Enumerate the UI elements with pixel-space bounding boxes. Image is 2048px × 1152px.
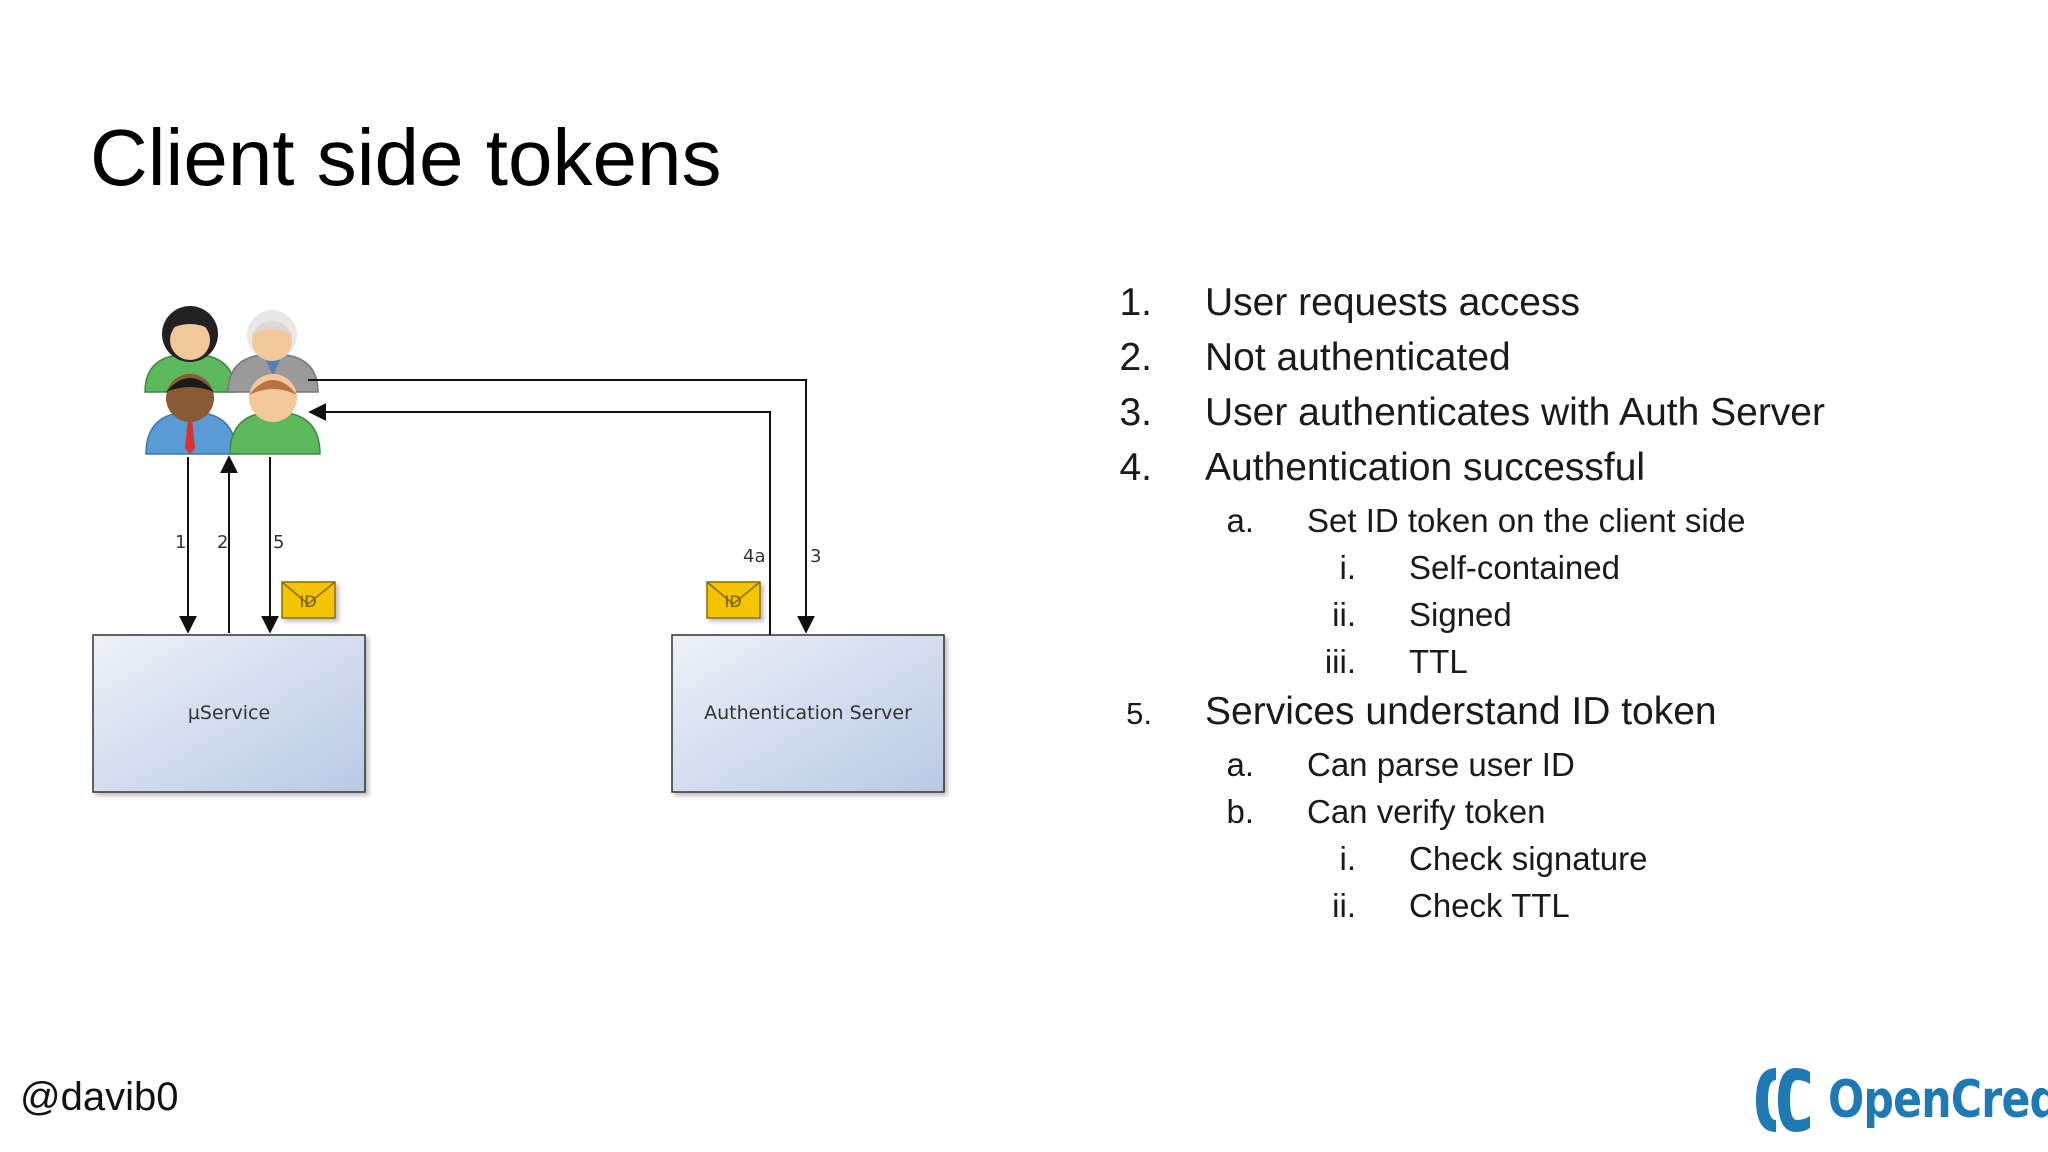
list-item: 3. User authenticates with Auth Server xyxy=(1119,391,1825,434)
list-item: ii. Signed xyxy=(1332,596,1512,633)
arrow-label-4a: 4a xyxy=(743,546,765,567)
list-item: 1. User requests access xyxy=(1119,281,1580,324)
svg-text:ID: ID xyxy=(724,592,741,611)
id-token-envelope-service: ID xyxy=(281,581,336,619)
arrow-label-3: 3 xyxy=(810,546,821,567)
service-box xyxy=(92,634,366,793)
id-token-envelope-auth: ID xyxy=(706,581,761,619)
twitter-handle: @davib0 xyxy=(20,1075,179,1119)
list-item: 5. Services understand ID token xyxy=(1126,690,1717,733)
service-label: µService xyxy=(188,702,270,724)
auth-server-label: Authentication Server xyxy=(704,702,912,724)
list-item: 2. Not authenticated xyxy=(1119,336,1511,379)
arrow-4a xyxy=(308,403,771,635)
auth-server-box xyxy=(671,634,945,793)
opencredo-logo: OpenCredo xyxy=(1750,1060,2048,1140)
opencredo-logo-text: OpenCredo xyxy=(1828,1070,2048,1130)
arrow-label-5: 5 xyxy=(273,532,284,553)
list-item: ii. Check TTL xyxy=(1332,887,1570,924)
svg-text:ID: ID xyxy=(299,592,316,611)
list-item: iii. TTL xyxy=(1324,643,1468,680)
list-item: b. Can verify token xyxy=(1226,793,1546,830)
list-item: i. Check signature xyxy=(1339,840,1648,877)
arrow-label-2: 2 xyxy=(217,532,228,553)
slide-title: Client side tokens xyxy=(90,113,722,202)
opencredo-logo-icon xyxy=(1756,1068,1810,1132)
arrow-3 xyxy=(308,379,815,634)
list-item: a. Set ID token on the client side xyxy=(1226,502,1746,539)
arrow-label-1: 1 xyxy=(175,532,186,553)
list-item: a. Can parse user ID xyxy=(1226,746,1575,783)
users-icon xyxy=(144,306,321,455)
list-item: 4. Authentication successful xyxy=(1119,446,1646,489)
list-item: i. Self-contained xyxy=(1339,549,1620,586)
